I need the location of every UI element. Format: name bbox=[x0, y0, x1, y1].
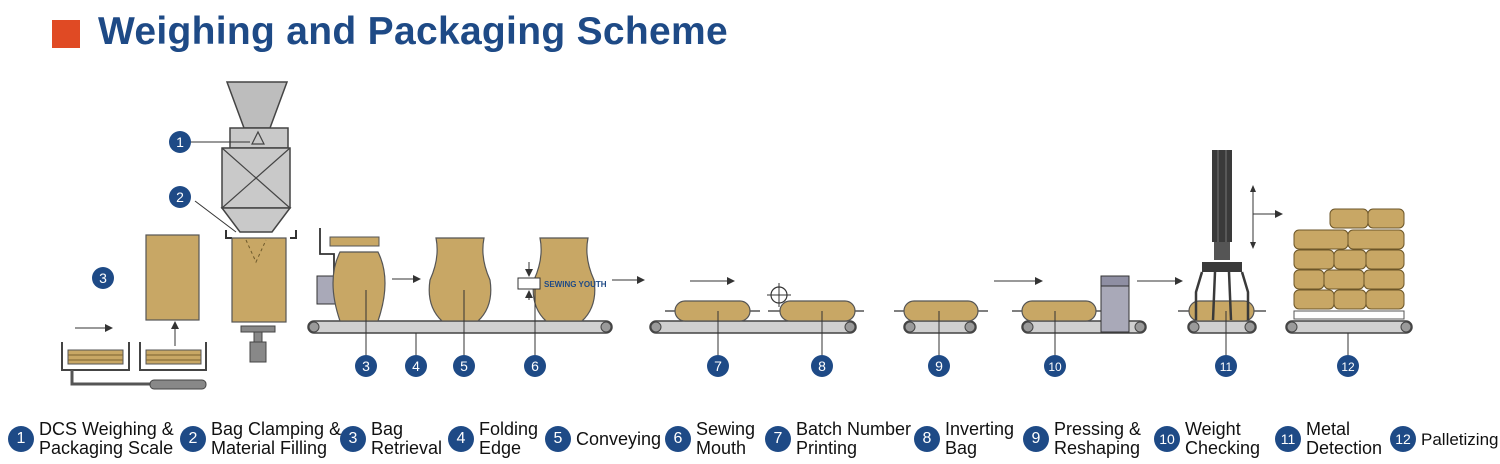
conveyor-2 bbox=[649, 320, 857, 334]
legend-label: Pressing &Reshaping bbox=[1054, 419, 1142, 458]
legend-badge: 4 bbox=[448, 426, 474, 452]
marker-3-label: 3 bbox=[362, 358, 370, 374]
marker-10 bbox=[1044, 355, 1066, 377]
weighing-scale bbox=[220, 81, 292, 233]
marker-4-label: 4 bbox=[412, 358, 420, 374]
metal-detector-press bbox=[1194, 150, 1250, 321]
sewing-head bbox=[517, 262, 541, 300]
legend-badge: 8 bbox=[914, 426, 940, 452]
conveyor-1 bbox=[307, 320, 613, 334]
legend-badge: 3 bbox=[340, 426, 366, 452]
sewing-label: SEWING YOUTH bbox=[544, 280, 607, 289]
conveyor-3 bbox=[903, 320, 977, 334]
marker-11-label: 11 bbox=[1220, 360, 1233, 374]
marker-10-label: 10 bbox=[1048, 360, 1062, 374]
legend-badge: 7 bbox=[765, 426, 791, 452]
legend-label: Bag Clamping &Material Filling bbox=[211, 419, 342, 458]
marker-3 bbox=[355, 355, 377, 377]
marker-6 bbox=[524, 355, 546, 377]
bag-3 bbox=[332, 251, 386, 322]
marker-8-label: 8 bbox=[818, 358, 826, 374]
marker-12-label: 12 bbox=[1341, 360, 1355, 374]
legend: 1 DCS Weighing &Packaging Scale 2 Bag Cl… bbox=[0, 416, 1500, 464]
weight-checker bbox=[1100, 275, 1130, 333]
marker-5 bbox=[453, 355, 475, 377]
legend-label: Palletizing bbox=[1421, 430, 1499, 449]
legend-badge: 6 bbox=[665, 426, 691, 452]
legend-badge: 10 bbox=[1154, 426, 1180, 452]
marker-7-label: 7 bbox=[714, 358, 722, 374]
legend-badge: 12 bbox=[1390, 426, 1416, 452]
print-crosshair-icon bbox=[767, 283, 791, 307]
marker-11 bbox=[1215, 355, 1237, 377]
bag-magazine bbox=[61, 234, 207, 390]
marker-9-label: 9 bbox=[935, 358, 943, 374]
bag-6 bbox=[532, 237, 596, 322]
marker-9 bbox=[928, 355, 950, 377]
bag-top-flap bbox=[329, 236, 380, 247]
legend-item-9: 9 Pressing &Reshaping bbox=[1023, 420, 1141, 458]
bag-11 bbox=[1188, 300, 1255, 322]
marker-7 bbox=[707, 355, 729, 377]
legend-badge: 2 bbox=[180, 426, 206, 452]
legend-item-5: 5 Conveying bbox=[545, 420, 661, 452]
legend-label: Conveying bbox=[576, 429, 662, 449]
marker-1 bbox=[169, 131, 191, 153]
bag-10 bbox=[1021, 300, 1097, 322]
pallet-stack bbox=[1285, 208, 1413, 334]
page-title: Weighing and Packaging Scheme bbox=[98, 10, 728, 53]
legend-badge: 11 bbox=[1275, 426, 1301, 452]
marker-3-magazine-label: 3 bbox=[99, 270, 107, 286]
marker-8 bbox=[811, 355, 833, 377]
filling-bag bbox=[225, 230, 297, 363]
legend-badge: 9 bbox=[1023, 426, 1049, 452]
legend-badge: 1 bbox=[8, 426, 34, 452]
marker-2 bbox=[169, 186, 191, 208]
marker-2-label: 2 bbox=[176, 189, 184, 205]
marker-12 bbox=[1337, 355, 1359, 377]
legend-label: DCS Weighing &Packaging Scale bbox=[39, 419, 174, 458]
legend-badge: 5 bbox=[545, 426, 571, 452]
bag-9 bbox=[903, 300, 979, 322]
marker-4 bbox=[405, 355, 427, 377]
bag-5 bbox=[428, 237, 492, 322]
marker-6-label: 6 bbox=[531, 358, 539, 374]
bag-8 bbox=[779, 300, 856, 322]
legend-item-1: 1 DCS Weighing &Packaging Scale bbox=[8, 420, 174, 458]
bag-7 bbox=[674, 300, 751, 322]
conveyor-5 bbox=[1187, 320, 1257, 334]
legend-item-12: 12 Palletizing bbox=[1390, 420, 1499, 452]
legend-item-2: 2 Bag Clamping &Material Filling bbox=[180, 420, 341, 458]
marker-5-label: 5 bbox=[460, 358, 468, 374]
marker-1-label: 1 bbox=[176, 134, 184, 150]
marker-3-magazine bbox=[92, 267, 114, 289]
packaging-diagram: SEWING YOUTH bbox=[61, 81, 1413, 390]
title-square-icon bbox=[52, 20, 80, 48]
